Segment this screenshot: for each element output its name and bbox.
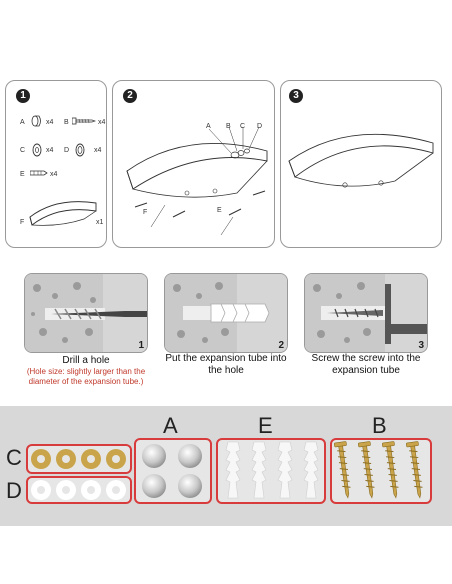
diagram-label-d: D (257, 123, 263, 130)
anchor-e-group (216, 438, 326, 504)
step1-panel: 1 A x4 B x4 C x4 D x4 E x4 F x1 (5, 80, 107, 248)
part-qty-e: x4 (50, 171, 58, 178)
part-qty-b: x4 (98, 119, 106, 126)
assembly-diagram (126, 126, 268, 236)
cap-a-group (134, 438, 212, 504)
step1-number: 1 (16, 89, 30, 103)
screw-icon (72, 117, 96, 125)
step3-number: 3 (289, 89, 303, 103)
label-c: C (6, 445, 22, 470)
spacer-ring-icon (75, 143, 85, 157)
cap-icon (31, 115, 41, 127)
shelf-icon (29, 201, 97, 226)
drill-illustration (25, 274, 147, 352)
plastic-anchors (225, 441, 319, 499)
insert-tube-step-caption: Put the expansion tube into the hole (165, 353, 287, 376)
step2-panel: 2 A B C D E F (112, 80, 275, 248)
installed-shelf-diagram (288, 133, 434, 188)
diagram-label-b: B (226, 123, 231, 130)
screw-b-group (330, 438, 432, 504)
label-d: D (6, 478, 22, 503)
part-label-e: E (20, 171, 25, 178)
anchor-icon (30, 170, 48, 176)
ring-d-group (26, 476, 132, 504)
part-label-a: A (20, 119, 25, 126)
chrome-caps (142, 444, 202, 498)
tube-illustration (165, 274, 287, 352)
part-qty-f: x1 (96, 219, 104, 226)
part-qty-d: x4 (94, 147, 102, 154)
drill-step-caption: Drill a hole (62, 355, 110, 366)
label-a: A (163, 413, 178, 438)
part-label-c: C (20, 147, 26, 154)
part-label-f: F (20, 219, 25, 226)
part-label-b: B (64, 119, 69, 126)
screw-step-caption: Screw the screw into the expansion tube (311, 353, 421, 376)
drill-step-image: 1 (24, 273, 148, 353)
diagram-label-e: E (217, 207, 222, 214)
screw-illustration (305, 274, 427, 352)
diagram-label-f: F (143, 209, 148, 216)
washer-c-group (26, 444, 132, 474)
part-qty-c: x4 (46, 147, 54, 154)
insert-tube-step-image: 2 (164, 273, 288, 353)
screw-step-image: 3 (304, 273, 428, 353)
step2-number: 2 (123, 89, 137, 103)
part-qty-a: x4 (46, 119, 54, 126)
label-b: B (372, 413, 387, 438)
drill-step-number: 1 (138, 340, 144, 351)
diagram-label-a: A (206, 123, 211, 130)
insert-tube-step-number: 2 (278, 340, 284, 351)
step3-panel: 3 (280, 80, 442, 248)
diagram-label-c: C (240, 123, 246, 130)
washer-icon (32, 143, 42, 157)
brass-washers (31, 449, 126, 469)
drill-step-note: (Hole size: slightly larger than the dia… (26, 367, 146, 386)
label-e: E (258, 413, 273, 438)
screw-step-number: 3 (418, 340, 424, 351)
white-rings (31, 480, 126, 500)
part-label-d: D (64, 147, 70, 154)
brass-screws (333, 441, 423, 499)
